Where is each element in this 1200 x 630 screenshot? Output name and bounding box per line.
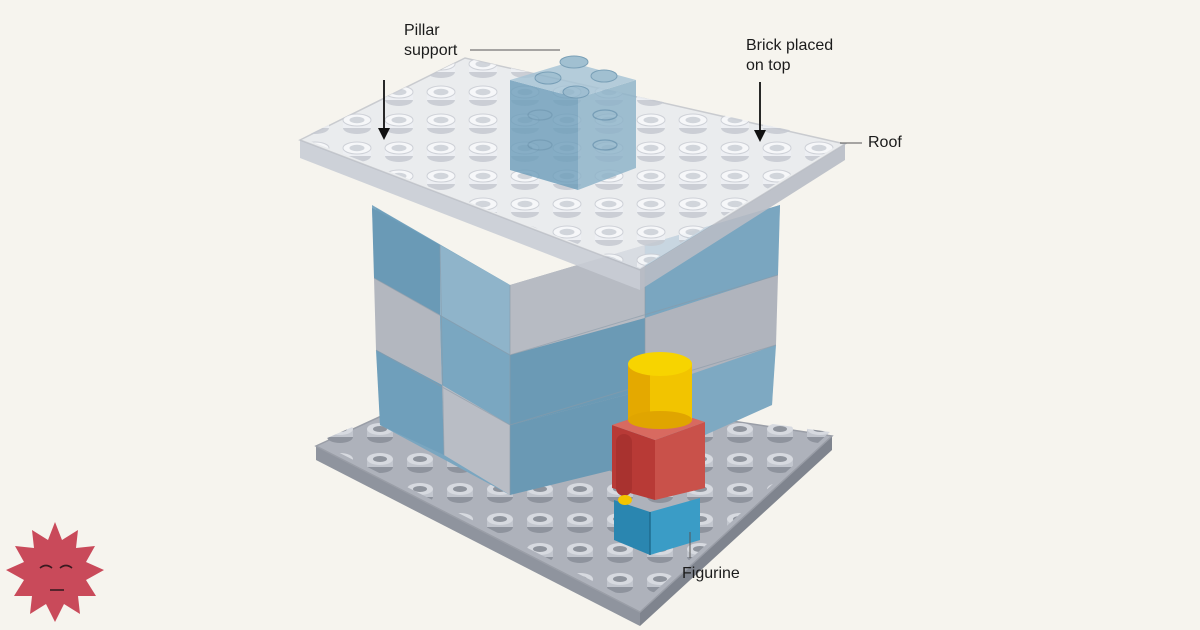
brick-placed-label-line1: Brick placed xyxy=(746,37,834,54)
brick-tower xyxy=(372,205,780,495)
figurine xyxy=(612,352,705,555)
brick-placed-label: Brick placed on top xyxy=(746,36,833,76)
figurine-label: Figurine xyxy=(682,565,740,582)
pillar-support xyxy=(510,55,636,190)
pillar-support-label-line2: support xyxy=(404,42,458,59)
brick-placed-label-line2: on top xyxy=(746,57,791,74)
roof-label: Roof xyxy=(868,134,902,151)
spiky-logo-icon xyxy=(6,522,104,622)
callout-lines xyxy=(470,49,862,558)
down-arrow-icon xyxy=(754,82,766,142)
pillar-support-label: Pillar support xyxy=(404,21,457,61)
pillar-support-label-line1: Pillar xyxy=(404,22,440,39)
down-arrow-icon xyxy=(378,80,390,140)
